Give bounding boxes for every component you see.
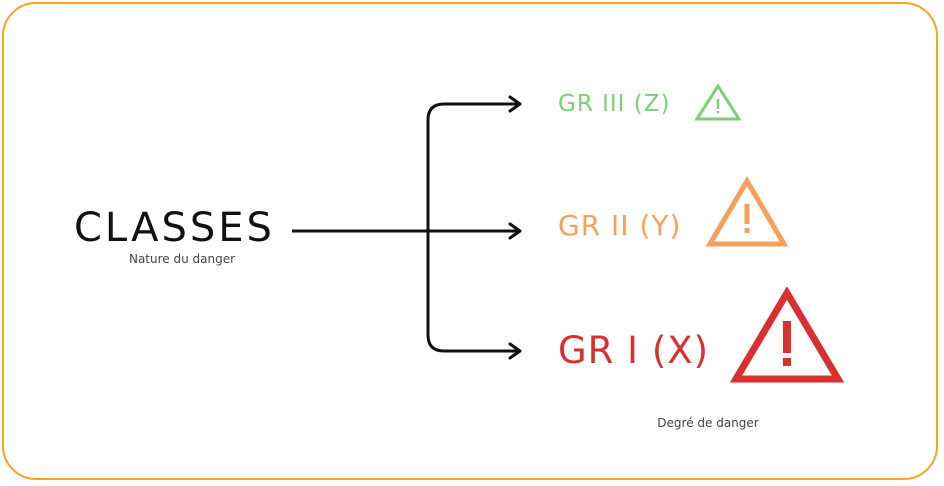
main-title: CLASSES [74, 205, 275, 251]
group-1-label: GR I (X) [558, 329, 710, 372]
footer-note: Degré de danger [657, 416, 759, 430]
group-2-label: GR II (Y) [558, 209, 682, 242]
bottom-arrowhead [508, 342, 522, 360]
warning-triangle-icon [705, 176, 789, 247]
group-3-label: GR III (Z) [558, 91, 671, 117]
warning-triangle-icon [730, 287, 844, 383]
branch-line [426, 102, 518, 353]
main-arrowhead [508, 222, 522, 240]
main-subtitle: Nature du danger [128, 252, 236, 266]
top-arrowhead [508, 95, 522, 113]
warning-triangle-icon [694, 83, 742, 121]
